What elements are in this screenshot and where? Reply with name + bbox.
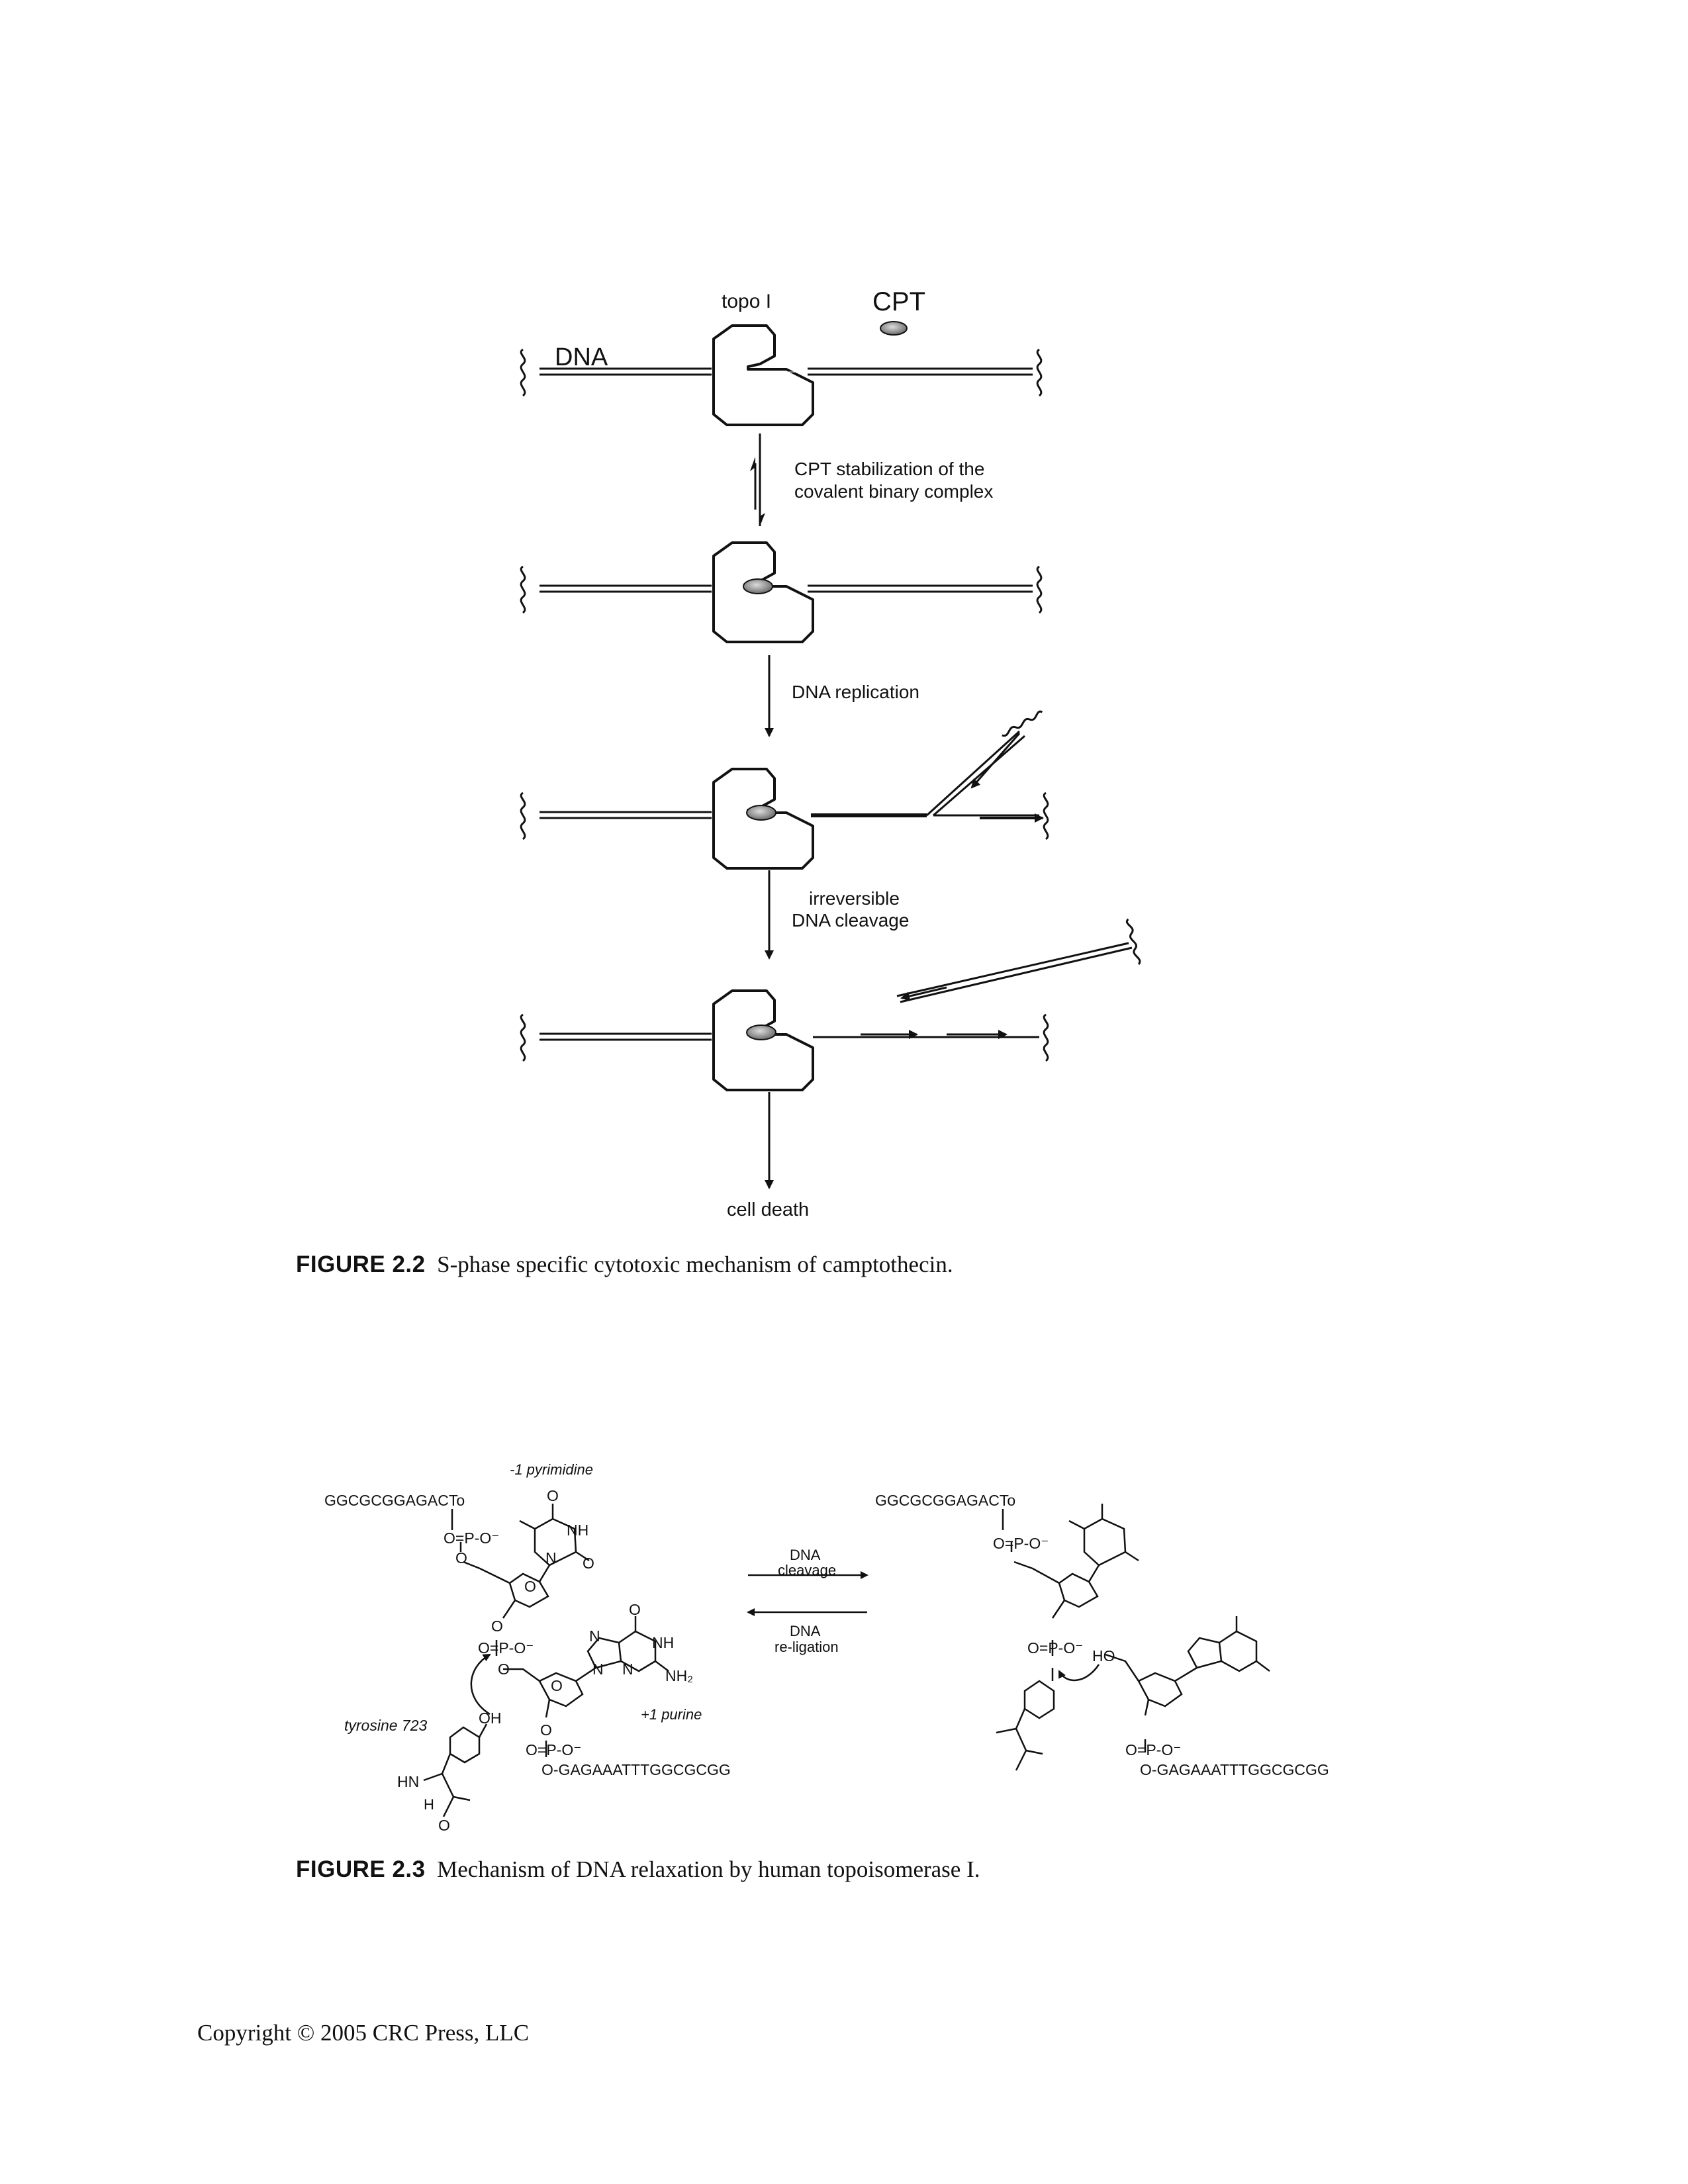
left-n-1: N: [545, 1549, 557, 1567]
reverse-label-line1: DNA: [790, 1623, 821, 1639]
figure-2-2-caption-text: S-phase specific cytotoxic mechanism of …: [437, 1251, 953, 1277]
left-ring-o-1: O: [524, 1578, 536, 1595]
left-n-4: N: [622, 1661, 633, 1678]
row-4-double-strand-break: [520, 917, 1142, 1091]
cpt-label: CPT: [872, 287, 925, 316]
left-o-link: O: [455, 1549, 467, 1567]
step2-label: DNA replication: [792, 682, 919, 702]
figure-2-3-caption-number: FIGURE 2.3: [296, 1856, 426, 1882]
figure-2-2-caption-number: FIGURE 2.2: [296, 1251, 426, 1277]
left-phosphate-mid: O=P-O⁻: [478, 1639, 534, 1657]
right-phosphate-top: O=P-O⁻: [993, 1535, 1049, 1552]
left-o-6: O: [438, 1817, 450, 1834]
left-oh: OH: [479, 1709, 502, 1727]
right-phosphate-bot: O=P-O⁻: [1125, 1741, 1181, 1758]
right-ho: HO: [1092, 1647, 1115, 1664]
left-seq-bottom: O-GAGAAATTTGGCGCGG: [541, 1761, 731, 1778]
left-carbonyl-o-2: O: [583, 1555, 594, 1572]
left-seq-top: GGCGCGGAGACTo: [324, 1492, 465, 1509]
step3-label-line2: DNA cleavage: [792, 910, 909, 931]
left-o-3: O: [491, 1617, 503, 1635]
bound-cpt: [746, 805, 776, 821]
left-nh-2: NH: [652, 1634, 674, 1651]
left-nh2: NH₂: [665, 1667, 693, 1684]
left-carbonyl-o-3: O: [629, 1601, 641, 1618]
bound-cpt: [746, 1024, 776, 1040]
row-1-free-complex: [520, 324, 1043, 426]
left-nh-1: NH: [567, 1522, 588, 1539]
cell-death-label: cell death: [727, 1199, 809, 1220]
right-structure: [996, 1504, 1270, 1771]
left-n-3: N: [592, 1661, 604, 1678]
copyright-footer: Copyright © 2005 CRC Press, LLC: [197, 2020, 530, 2046]
left-structure: [423, 1504, 669, 1817]
left-ring-o-2: O: [551, 1677, 563, 1694]
forward-label-line2: cleavage: [778, 1562, 836, 1578]
reverse-label-line2: re-ligation: [774, 1639, 839, 1655]
row-3-replication-fork: [520, 709, 1049, 870]
left-hn: HN: [397, 1773, 419, 1790]
figure-2-3-caption: FIGURE 2.3 Mechanism of DNA relaxation b…: [296, 1856, 980, 1883]
left-o-4: O: [498, 1661, 510, 1678]
left-carbonyl-o-1: O: [547, 1487, 559, 1504]
equilibrium-arrow: [750, 433, 765, 526]
left-phosphate-top: O=P-O⁻: [444, 1529, 499, 1547]
bound-cpt: [743, 578, 773, 594]
tyrosine-label: tyrosine 723: [344, 1717, 428, 1734]
forward-label-line1: DNA: [790, 1547, 821, 1563]
row-2-ternary-complex: [520, 541, 1043, 643]
step3-label-line1: irreversible: [809, 888, 900, 909]
right-phosphate-mid: O=P-O⁻: [1027, 1639, 1083, 1657]
left-h: H: [424, 1796, 434, 1813]
pyrimidine-label: -1 pyrimidine: [510, 1461, 593, 1478]
topo-label: topo I: [722, 291, 771, 312]
cpt-molecule: [880, 321, 908, 336]
right-seq-top: GGCGCGGAGACTo: [875, 1492, 1015, 1509]
figure-2-3-caption-text: Mechanism of DNA relaxation by human top…: [437, 1856, 980, 1882]
left-o-5: O: [540, 1721, 552, 1739]
dna-label: DNA: [555, 343, 608, 371]
step1-label-line1: CPT stabilization of the: [794, 459, 984, 479]
step1-label-line2: covalent binary complex: [794, 481, 993, 502]
right-seq-bottom: O-GAGAAATTTGGCGCGG: [1140, 1761, 1329, 1778]
figure-2-2-caption: FIGURE 2.2 S-phase specific cytotoxic me…: [296, 1251, 953, 1278]
left-phosphate-bot: O=P-O⁻: [526, 1741, 581, 1758]
purine-label: +1 purine: [641, 1706, 702, 1723]
left-n-2: N: [589, 1627, 600, 1645]
